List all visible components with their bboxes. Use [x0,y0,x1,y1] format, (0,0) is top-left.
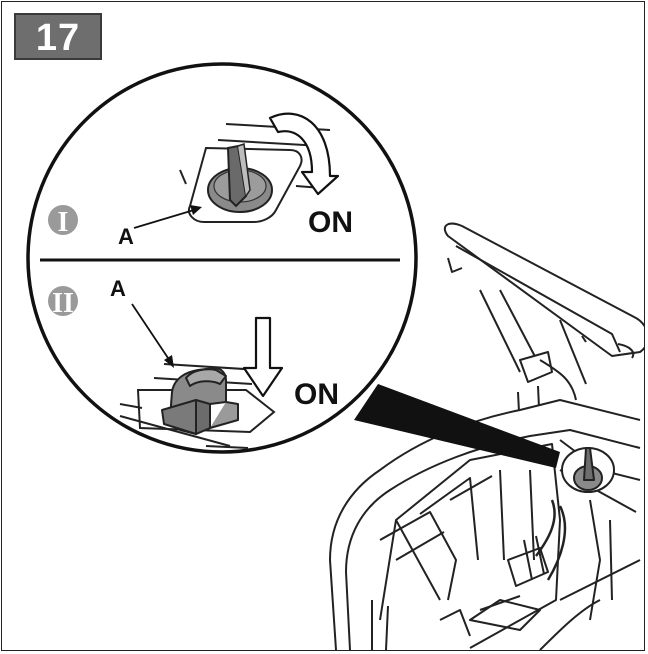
numeral-disc-one [48,205,78,235]
numeral-two: II [52,288,74,319]
callout-leader-two [131,303,174,368]
callout-leader-one [133,205,202,229]
panel-one: I A ON [48,112,353,249]
callout-label-two: A [110,276,126,301]
switch-on-appliance [561,447,615,493]
open-lid [443,222,644,385]
rotary-knob [207,143,273,213]
lever-knob [161,367,239,435]
numeral-one: I [58,207,69,238]
step-number-badge: 17 [14,13,102,60]
panel-two: II A ON [48,276,339,449]
appliance-drawing [329,222,644,650]
rotate-clockwise-arrow-icon [268,112,340,196]
magnifier-pointer-wedge [354,384,560,468]
on-label-two: ON [294,378,339,411]
on-label-one: ON [308,206,353,239]
push-down-arrow-icon [242,316,284,398]
callout-label-one: A [118,224,134,249]
numeral-disc-two [48,286,78,316]
